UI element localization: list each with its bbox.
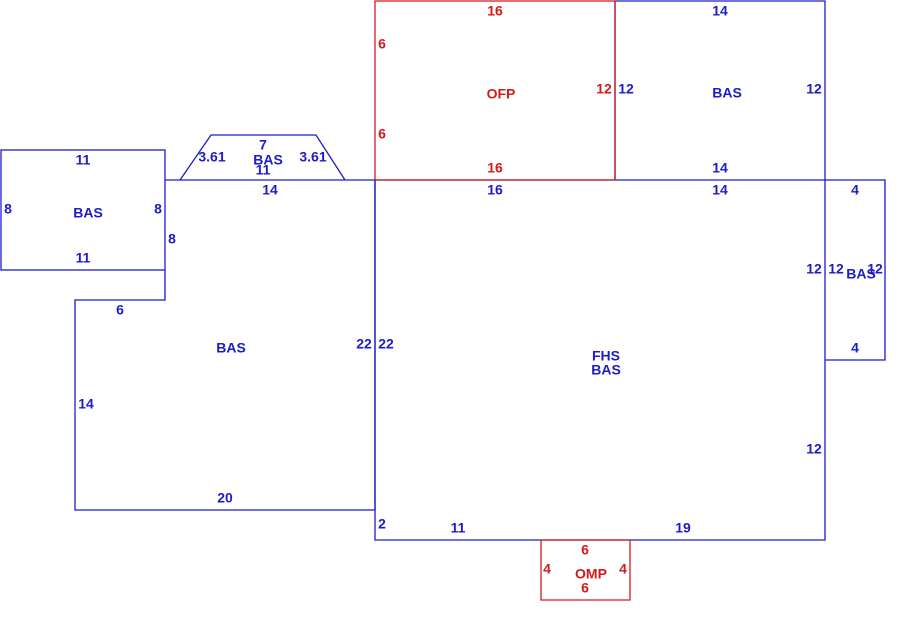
dim-label: 14 [78,396,94,412]
dim-label: 22 [356,336,372,352]
area-open-porch[interactable]: OFP [374,0,616,181]
dim-label: 14 [712,3,728,19]
dim-label: 14 [262,182,278,198]
dim-label: 16 [487,3,503,19]
area-main[interactable]: FHS BAS [374,179,826,541]
right-wing-label: BAS [846,266,876,282]
dim-label: 8 [4,201,12,217]
dim-label: 8 [154,201,162,217]
area-lower-left[interactable]: BAS [74,179,376,511]
dim-label: 11 [256,162,271,178]
dim-label: 19 [675,520,691,536]
dim-label: 4 [851,182,859,198]
area-top-bay[interactable]: BAS [179,134,346,181]
area-bottom-porch[interactable]: OMP [540,539,631,601]
main-label-top: FHS [592,348,620,364]
upper-right-label: BAS [712,85,742,101]
dim-label: 16 [487,160,503,176]
dim-label: 11 [76,152,91,168]
dim-label: 12 [828,261,844,277]
omp-label: OMP [575,566,607,582]
dim-label: 4 [543,561,551,577]
bay-label: BAS [253,152,283,168]
dim-label: 4 [619,561,627,577]
dim-label: 6 [378,126,386,142]
dim-label: 12 [806,441,822,457]
bay-outline [179,134,346,181]
dim-label: 3.61 [198,149,225,165]
dim-label: 14 [712,160,728,176]
right-wing-outline [825,179,886,361]
dim-label: 11 [76,250,91,266]
main-label-bottom: BAS [591,362,621,378]
porch-outline [374,0,616,180]
area-left-wing[interactable]: BAS [0,149,166,271]
dim-label: 12 [806,81,822,97]
dim-label: 16 [487,182,503,198]
dim-label: 6 [581,542,589,558]
dim-label: 12 [618,81,634,97]
area-upper-right[interactable]: BAS [614,0,826,180]
omp-outline [540,540,631,601]
area-right-wing[interactable]: BAS [825,179,886,361]
dim-label: 12 [806,261,822,277]
main-outline [374,179,826,541]
dim-label: 12 [867,261,883,277]
dim-label: 4 [851,340,859,356]
dim-label: 6 [378,36,386,52]
dim-label: 20 [217,490,233,506]
dim-label: 11 [451,520,466,536]
dim-label: 12 [596,81,612,97]
left-wing-label: BAS [73,205,103,221]
dim-label: 6 [581,580,589,596]
left-wing-outline [0,149,166,271]
dim-label: 6 [116,302,124,318]
dim-label: 3.61 [299,149,326,165]
dim-label: 7 [259,137,267,153]
dim-label: 22 [378,336,394,352]
lower-left-label: BAS [216,340,246,356]
dim-label: 14 [712,182,728,198]
porch-label: OFP [487,86,516,102]
dim-label: 8 [168,231,176,247]
dim-label: 2 [378,516,386,532]
